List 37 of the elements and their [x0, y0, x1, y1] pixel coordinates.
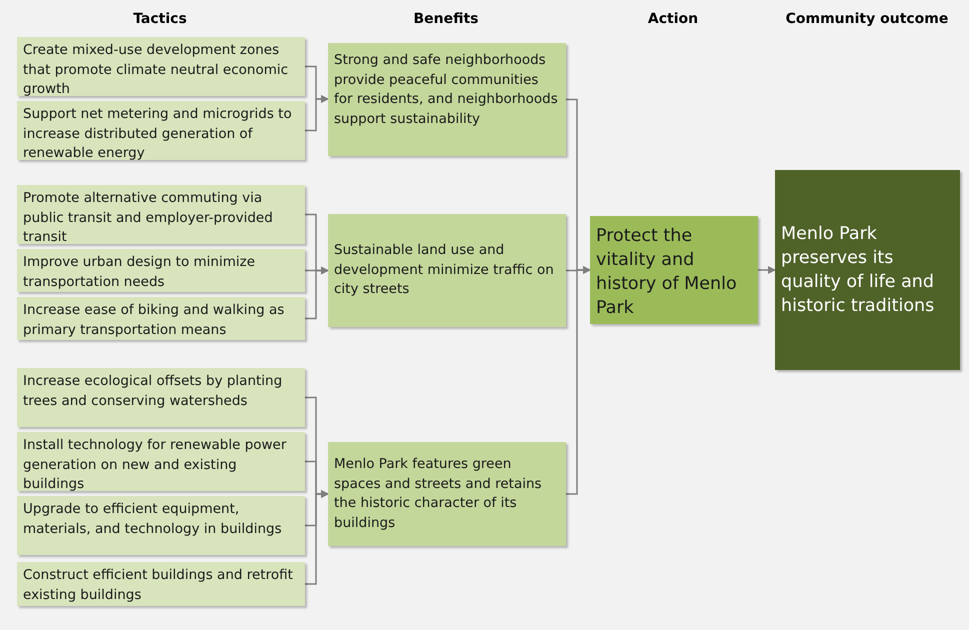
tactic-box [17, 297, 305, 340]
column-header: Community outcome [786, 11, 948, 27]
benefit-box [328, 214, 566, 327]
node-text: Improve urban design to minimize transportation needs [23, 253, 256, 292]
tactic-box [17, 101, 305, 160]
tactic-box [17, 496, 305, 555]
connector-arrow [305, 266, 329, 320]
connector-arrow [305, 95, 329, 132]
action-box [590, 216, 758, 324]
node-text: Menlo Park preserves its quality of life and historic traditions [781, 223, 936, 318]
column-header: Action [648, 11, 698, 27]
benefit-box [328, 43, 566, 156]
node-text: Sustainable land use and development minimize traffic on city streets [334, 241, 555, 300]
tactic-box [17, 37, 305, 96]
node-text: Support net metering and microgrids to increase distributed generation of renewable energy [23, 105, 293, 163]
outcome-box [775, 170, 960, 370]
tactic-box [17, 249, 305, 292]
tactic-box [17, 368, 305, 427]
node-text: Menlo Park features green spaces and streets and retains the historic character of its buildings [334, 455, 543, 532]
connector-arrow [566, 266, 591, 495]
connector-arrow [305, 490, 329, 585]
column-header: Tactics [133, 11, 187, 27]
tactic-box [17, 432, 305, 491]
tactic-box [17, 562, 305, 606]
column-header: Benefits [413, 11, 479, 27]
node-text: Construct efficient buildings and retrofit existing buildings [23, 566, 294, 604]
benefit-box [328, 442, 566, 546]
node-text: Promote alternative commuting via public transit and employer-provided transit [23, 189, 274, 247]
node-text: Protect the vitality and history of Menlo Park [596, 225, 738, 320]
node-text: Install technology for renewable power generation on new and existing buildings [23, 436, 288, 494]
node-text: Increase ease of biking and walking as primary transportation means [23, 301, 286, 340]
node-text: Create mixed-use development zones that promote climate neutral economic growth [23, 41, 290, 99]
node-text: Upgrade to efficient equipment, materials, and technology in buildings [23, 500, 283, 538]
tactic-box [17, 185, 305, 244]
connector-arrow [758, 266, 776, 274]
node-text: Strong and safe neighborhoods provide peaceful communities for residents, and neighborhoods support sustainability [334, 51, 559, 128]
node-text: Increase ecological offsets by planting trees and conserving watersheds [23, 372, 284, 410]
